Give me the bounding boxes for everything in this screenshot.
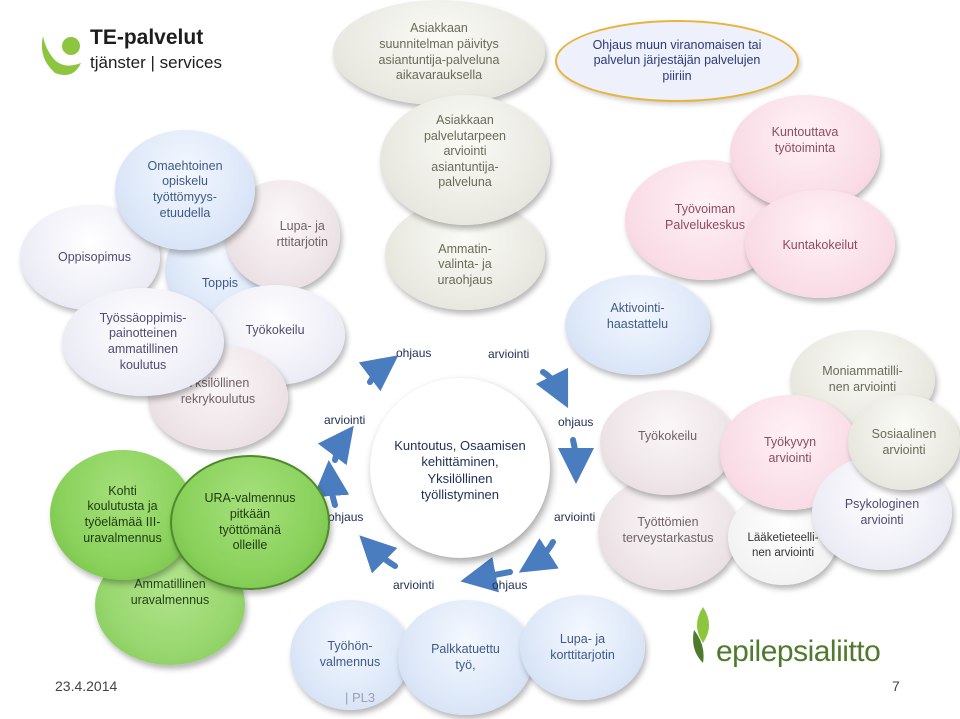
- oval-guidance-other-authority: Ohjaus muun viranomaisen tai palvelun jä…: [555, 20, 799, 102]
- cycle-label-2: arviointi: [488, 347, 530, 361]
- footer-date: 23.4.2014: [55, 678, 118, 694]
- te-logo-mark-icon: [41, 36, 81, 76]
- epilepsialiitto-logo: epilepsialiitto: [688, 600, 928, 670]
- bubble-omaehtoinen: Omaehtoinen opiskelu työttömyys- etuudel…: [115, 130, 255, 250]
- cycle-label-6: arviointi: [393, 578, 435, 592]
- bubble-tyokokeilu-left: Työkokeilu: [205, 285, 345, 385]
- cycle-label-3: ohjaus: [558, 415, 594, 429]
- bubble-ura-valmennus: URA-valmennus pitkään työttömänä olleill…: [170, 455, 330, 590]
- cycle-label-7: ohjaus: [328, 510, 364, 524]
- cycle-arrow-right-lower: [518, 538, 559, 573]
- footer-page-number: 7: [892, 678, 900, 694]
- bubble-tyossaoppimis: Työssäoppimis- painotteinen ammatillinen…: [62, 288, 224, 396]
- bubble-tyohonvalmennus: Työhön- valmennus: [290, 600, 410, 710]
- bubble-aktivointihaastattelu: Aktivointi- haastattelu: [565, 275, 710, 375]
- epilepsia-wordmark: epilepsialiitto: [716, 635, 881, 668]
- bubble-lupa-korttitarjotin: Lupa- ja korttitarjotin: [520, 595, 645, 700]
- cycle-arrow-top-left: [358, 355, 399, 392]
- cycle-label-5: ohjaus: [492, 578, 528, 592]
- cycle-arrow-bottom-right: [460, 556, 513, 593]
- cycle-arrow-left-upper: [317, 425, 354, 466]
- te-palvelut-logo: TE-palvelut tjänster | services: [25, 18, 240, 90]
- bubble-client-plan-update: Asiakkaan suunnitelman päivitys asiantun…: [333, 0, 545, 105]
- bubble-palkkatuettu: Palkkatuettu työ,: [398, 600, 533, 715]
- center-rehabilitation: Kuntoutus, Osaamisen kehittäminen, Yksil…: [370, 378, 550, 558]
- bubble-kuntakokeilut: Kuntakokeilut: [745, 190, 895, 298]
- cycle-label-8: arviointi: [324, 413, 366, 427]
- footer-fragment: | PL3: [345, 690, 376, 705]
- cycle-arrow-top-right: [535, 367, 569, 409]
- te-sub-text: tjänster | services: [90, 53, 222, 72]
- cycle-arrow-bottom-left: [359, 535, 398, 574]
- bubble-sosiaalinen: Sosiaalinen arviointi: [848, 395, 960, 490]
- bubble-assessment-expert: Asiakkaan palvelutarpeen arviointi asian…: [380, 95, 550, 225]
- bubble-tyokokeilu-right: Työkokeilu: [600, 390, 735, 495]
- cycle-label-4: arviointi: [554, 510, 596, 524]
- cycle-arrow-right-upper: [557, 437, 594, 484]
- te-brand-text: TE-palvelut: [90, 26, 204, 49]
- cycle-label-1: ohjaus: [396, 346, 432, 360]
- epilepsia-leaf-icon: [693, 607, 709, 663]
- cycle-arrow-left-lower: [313, 460, 350, 508]
